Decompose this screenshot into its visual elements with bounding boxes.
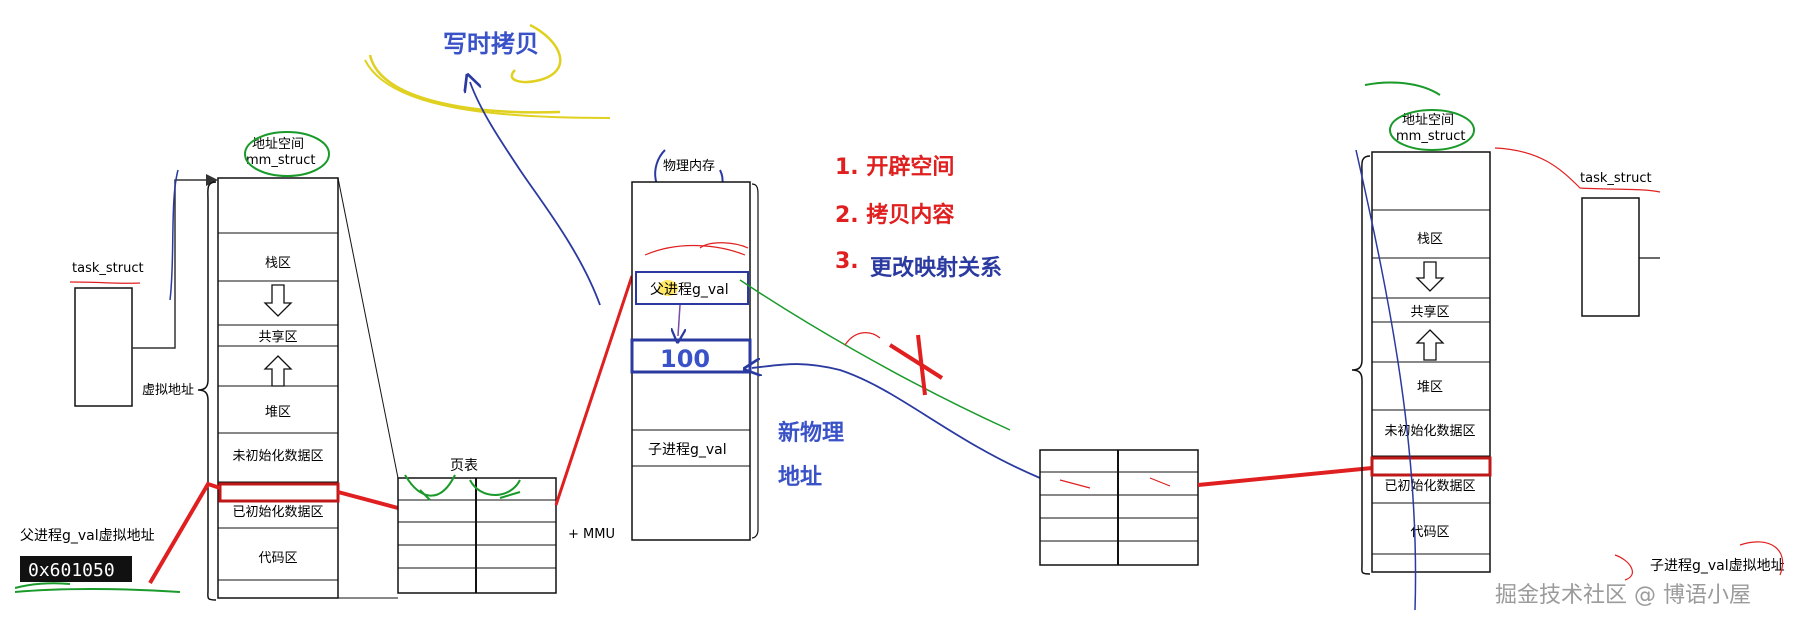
old-mapping-green-line <box>739 279 1011 431</box>
physical-memory-block <box>631 181 751 541</box>
left-seg-bss: 未初始化数据区 <box>232 449 323 464</box>
left-seg-shared: 共享区 <box>258 329 297 345</box>
left-virtual-address-label: 虚拟地址 <box>142 383 194 398</box>
right-gval-highlight <box>1370 456 1492 477</box>
step-1: 1. 开辟空间 <box>835 154 954 180</box>
left-map-red-line <box>148 481 221 585</box>
parent-gval-cell <box>635 271 749 305</box>
left-to-pagetable-red-line <box>337 490 399 510</box>
left-virtual-memory: 栈区 共享区 堆区 未初始化数据区 已初始化数据区 代码区 <box>217 177 340 599</box>
left-address-value: 0x601050 <box>28 560 115 581</box>
right-mm-struct-label: mm_struct <box>1396 129 1466 144</box>
right-seg-heap: 堆区 <box>1417 380 1443 395</box>
step-3-label: 更改映射关系 <box>870 255 1002 281</box>
title-yellow-curve <box>368 23 562 114</box>
right-virtual-brace <box>1351 155 1371 575</box>
left-virtual-brace <box>197 181 217 601</box>
right-to-pagetable-red-line <box>1197 466 1373 487</box>
new-physical-value: 100 <box>660 345 710 373</box>
diagram-title: 写时拷贝 <box>443 30 539 58</box>
step-3-number: 3. <box>835 249 859 274</box>
title-yellow-curve-2 <box>364 59 611 119</box>
right-seg-data: 已初始化数据区 <box>1384 479 1475 494</box>
new-physical-address-line1: 新物理 <box>778 420 844 446</box>
mmu-label: + MMU <box>568 527 615 542</box>
left-gval-label: 父进程g_val虚拟地址 <box>20 528 155 544</box>
new-physical-address-line2: 地址 <box>778 465 822 490</box>
right-seg-stack: 栈区 <box>1417 232 1443 247</box>
right-seg-shared: 共享区 <box>1410 304 1449 320</box>
right-page-table <box>1039 449 1199 566</box>
right-virtual-memory: 栈区 共享区 堆区 未初始化数据区 已初始化数据区 代码区 <box>1370 151 1492 573</box>
new-address-blue-arrow <box>752 364 1041 479</box>
right-task-struct-box <box>1581 197 1640 317</box>
left-seg-data: 已初始化数据区 <box>232 505 323 520</box>
left-down-arrow-icon <box>263 284 293 317</box>
right-seg-bss: 未初始化数据区 <box>1384 424 1475 439</box>
right-down-arrow-icon <box>1415 261 1445 292</box>
left-seg-code: 代码区 <box>258 551 297 566</box>
left-mm-green-circle <box>244 131 330 177</box>
right-seg-code: 代码区 <box>1410 525 1449 540</box>
parent-gval-label: 父进程g_val <box>650 282 729 298</box>
step-2: 2. 拷贝内容 <box>835 202 954 228</box>
cow-blue-arrow <box>470 82 601 306</box>
left-page-table <box>397 477 557 594</box>
right-up-arrow-icon <box>1415 329 1445 361</box>
left-address-box <box>20 556 132 582</box>
left-task-struct-label: task_struct <box>72 261 144 276</box>
left-task-struct: task_struct <box>69 174 218 407</box>
child-gval-label: 子进程g_val <box>648 442 727 458</box>
left-up-arrow-icon <box>263 355 293 387</box>
physical-memory-label: 物理内存 <box>663 158 715 174</box>
left-pagetable-label: 页表 <box>450 458 478 474</box>
cancel-x-icon <box>888 334 944 396</box>
new-physical-cell <box>630 338 752 374</box>
right-mm-green-circle <box>1389 109 1475 151</box>
pagetable-to-physical-red-line <box>554 275 634 506</box>
right-address-space-label: 地址空间 <box>1402 113 1454 128</box>
right-gval-label: 子进程g_val虚拟地址 <box>1650 558 1785 574</box>
left-mm-struct-label: mm_struct <box>246 153 316 168</box>
left-seg-stack: 栈区 <box>265 256 291 271</box>
left-address-space-label: 地址空间 <box>252 137 304 152</box>
watermark-text: 掘金技术社区 @ 博语小屋 <box>1495 583 1751 608</box>
left-seg-heap: 堆区 <box>265 405 291 420</box>
right-task-struct-label: task_struct <box>1580 171 1652 186</box>
